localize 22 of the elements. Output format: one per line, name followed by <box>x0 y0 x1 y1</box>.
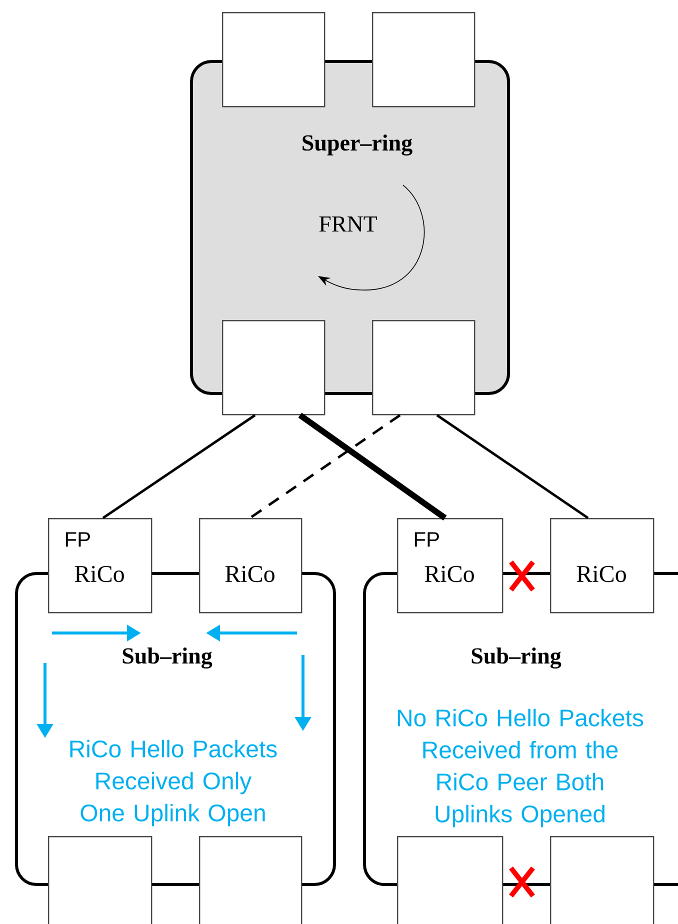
node-box <box>397 836 504 924</box>
uplink-line <box>436 414 589 520</box>
switch-box: FP RiCo <box>397 518 504 614</box>
protocol-label: FRNT <box>319 216 378 232</box>
switch-box: FP RiCo <box>48 518 152 614</box>
node-box <box>222 12 326 108</box>
switch-box: RiCo <box>199 518 302 614</box>
ring-label: Super–ring <box>302 134 412 156</box>
node-box <box>372 320 476 416</box>
ring-label: Sub–ring <box>122 647 212 669</box>
node-box <box>199 836 302 924</box>
node-box <box>48 836 152 924</box>
node-box <box>222 320 326 416</box>
node-box <box>372 12 476 108</box>
node-box <box>550 836 654 924</box>
uplink-line <box>298 412 447 520</box>
switch-box: RiCo <box>550 518 654 614</box>
uplink-line <box>249 414 401 520</box>
uplink-line <box>102 414 256 520</box>
status-note: RiCo Hello Packets Received Only One Uplink Open <box>70 740 277 826</box>
status-note: No RiCo Hello Packets Received from the RiCo Peer Both Uplinks Opened <box>398 708 644 828</box>
ring-label: Sub–ring <box>472 647 562 669</box>
